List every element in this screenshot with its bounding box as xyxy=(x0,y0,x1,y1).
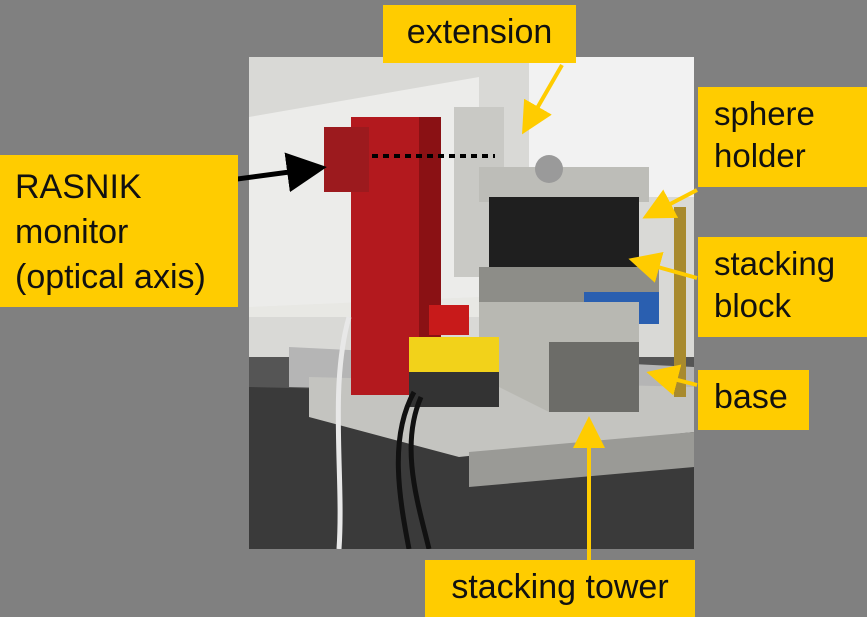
label-extension: extension xyxy=(383,5,576,63)
yellow-box-base xyxy=(409,372,499,407)
sphere xyxy=(535,155,563,183)
label-stacking-tower: stacking tower xyxy=(425,560,695,617)
photo-illustration xyxy=(249,57,694,549)
label-stacking-block: stacking block xyxy=(698,237,867,337)
label-sphere-holder: sphere holder xyxy=(698,87,867,187)
brass-rod xyxy=(674,207,686,397)
stacking-block xyxy=(489,197,639,277)
red-stop-button xyxy=(429,305,469,335)
grey-cable xyxy=(335,316,352,549)
rasnik-camera-head xyxy=(324,127,369,192)
label-rasnik-monitor: RASNIK monitor (optical axis) xyxy=(0,155,238,307)
sphere-holder-arm xyxy=(479,167,649,202)
label-base: base xyxy=(698,370,809,430)
base-plate-side xyxy=(469,432,694,487)
equipment-photo xyxy=(249,57,694,549)
black-cable-2 xyxy=(408,395,432,549)
black-cable-1 xyxy=(395,390,417,549)
tower-window xyxy=(549,342,639,412)
